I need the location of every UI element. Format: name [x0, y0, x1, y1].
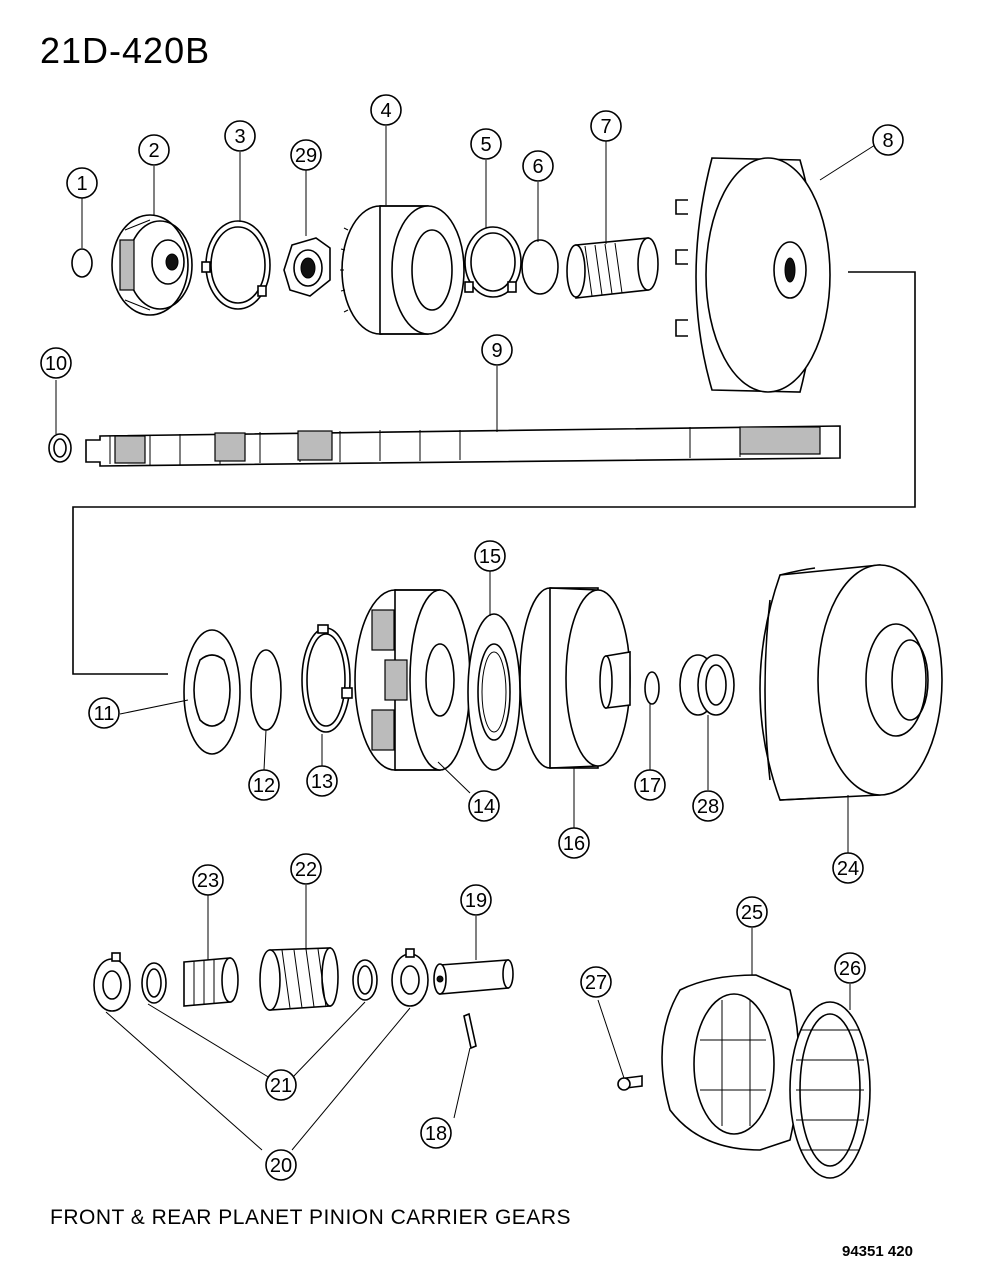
callout-label: 4: [380, 100, 391, 122]
part-28-bushing: [679, 654, 735, 716]
callout-27: 27: [580, 966, 612, 998]
callout-label: 13: [311, 771, 333, 793]
part-5-snap-ring: [464, 226, 522, 298]
callout-9: 9: [481, 334, 513, 366]
callout-label: 17: [639, 775, 661, 797]
callout-label: 8: [882, 130, 893, 152]
callout-label: 25: [741, 902, 763, 924]
callout-23: 23: [192, 864, 224, 896]
callout-19: 19: [460, 884, 492, 916]
callout-label: 5: [480, 134, 491, 156]
part-19-pinion-shaft: [433, 959, 514, 995]
callout-label: 29: [295, 145, 317, 167]
part-10-clip: [48, 433, 72, 463]
callout-label: 24: [837, 858, 859, 880]
callout-4: 4: [370, 94, 402, 126]
part-29-thrust-bearing: [283, 237, 331, 297]
part-21-washers: [141, 959, 378, 1004]
part-4-annulus-gear: [340, 205, 465, 335]
part-14-rear-carrier: [354, 589, 471, 771]
callout-label: 9: [491, 340, 502, 362]
reference-number: 94351 420: [842, 1243, 913, 1260]
part-18-roll-pin: [463, 1012, 477, 1050]
callout-18: 18: [420, 1117, 452, 1149]
callout-1: 1: [66, 167, 98, 199]
callout-14: 14: [468, 790, 500, 822]
part-9-output-shaft: [85, 425, 841, 467]
caption: FRONT & REAR PLANET PINION CARRIER GEARS: [50, 1206, 571, 1229]
callout-label: 1: [76, 173, 87, 195]
callout-5: 5: [470, 128, 502, 160]
callout-label: 12: [253, 775, 275, 797]
part-11-thrust-plate: [183, 629, 241, 755]
callout-15: 15: [474, 540, 506, 572]
callout-13: 13: [306, 765, 338, 797]
callout-26: 26: [834, 952, 866, 984]
part-22-pinion: [259, 947, 339, 1011]
part-20-washers: [93, 948, 429, 1012]
part-2-carrier: [111, 214, 193, 316]
callout-label: 2: [148, 140, 159, 162]
callout-29: 29: [290, 139, 322, 171]
part-13-snap-ring: [301, 624, 353, 733]
part-7-sun-gear: [566, 237, 659, 299]
part-15-thrust-washer: [467, 613, 521, 771]
callout-2: 2: [138, 134, 170, 166]
part-23-pinion: [183, 957, 239, 1007]
callout-17: 17: [634, 769, 666, 801]
callout-12: 12: [248, 769, 280, 801]
callout-20: 20: [265, 1149, 297, 1181]
callout-label: 15: [479, 546, 501, 568]
part-24-drum: [759, 564, 943, 801]
callout-11: 11: [88, 697, 120, 729]
callout-21: 21: [265, 1069, 297, 1101]
callout-label: 18: [425, 1123, 447, 1145]
part-26-roller-clutch: [789, 1001, 871, 1179]
callout-label: 26: [839, 958, 861, 980]
callout-25: 25: [736, 896, 768, 928]
part-27-bolt: [617, 1075, 643, 1091]
callout-label: 19: [465, 890, 487, 912]
part-16-shell: [519, 587, 631, 769]
callout-8: 8: [872, 124, 904, 156]
callout-label: 16: [563, 833, 585, 855]
callout-16: 16: [558, 827, 590, 859]
part-17-ring: [644, 671, 660, 705]
callout-label: 22: [295, 859, 317, 881]
callout-label: 14: [473, 796, 495, 818]
part-6-washer: [521, 239, 559, 295]
diagram-code: 21D-420B: [40, 30, 211, 71]
callout-22: 22: [290, 853, 322, 885]
callout-6: 6: [522, 150, 554, 182]
callout-3: 3: [224, 120, 256, 152]
callout-label: 20: [270, 1155, 292, 1177]
callout-28: 28: [692, 790, 724, 822]
callout-label: 3: [234, 126, 245, 148]
callout-label: 11: [94, 703, 115, 725]
part-25-cam: [661, 974, 800, 1151]
part-1-washer: [71, 248, 93, 278]
callout-label: 10: [45, 353, 67, 375]
callout-label: 6: [532, 156, 543, 178]
callout-24: 24: [832, 852, 864, 884]
callout-label: 23: [197, 870, 219, 892]
part-8-driving-shell: [675, 157, 831, 393]
callout-label: 28: [697, 796, 719, 818]
callout-10: 10: [40, 347, 72, 379]
callout-label: 7: [600, 116, 611, 138]
callout-label: 21: [270, 1075, 292, 1097]
part-12-washer: [250, 649, 282, 731]
callout-label: 27: [585, 972, 607, 994]
part-3-snap-ring: [201, 220, 271, 310]
callout-7: 7: [590, 110, 622, 142]
